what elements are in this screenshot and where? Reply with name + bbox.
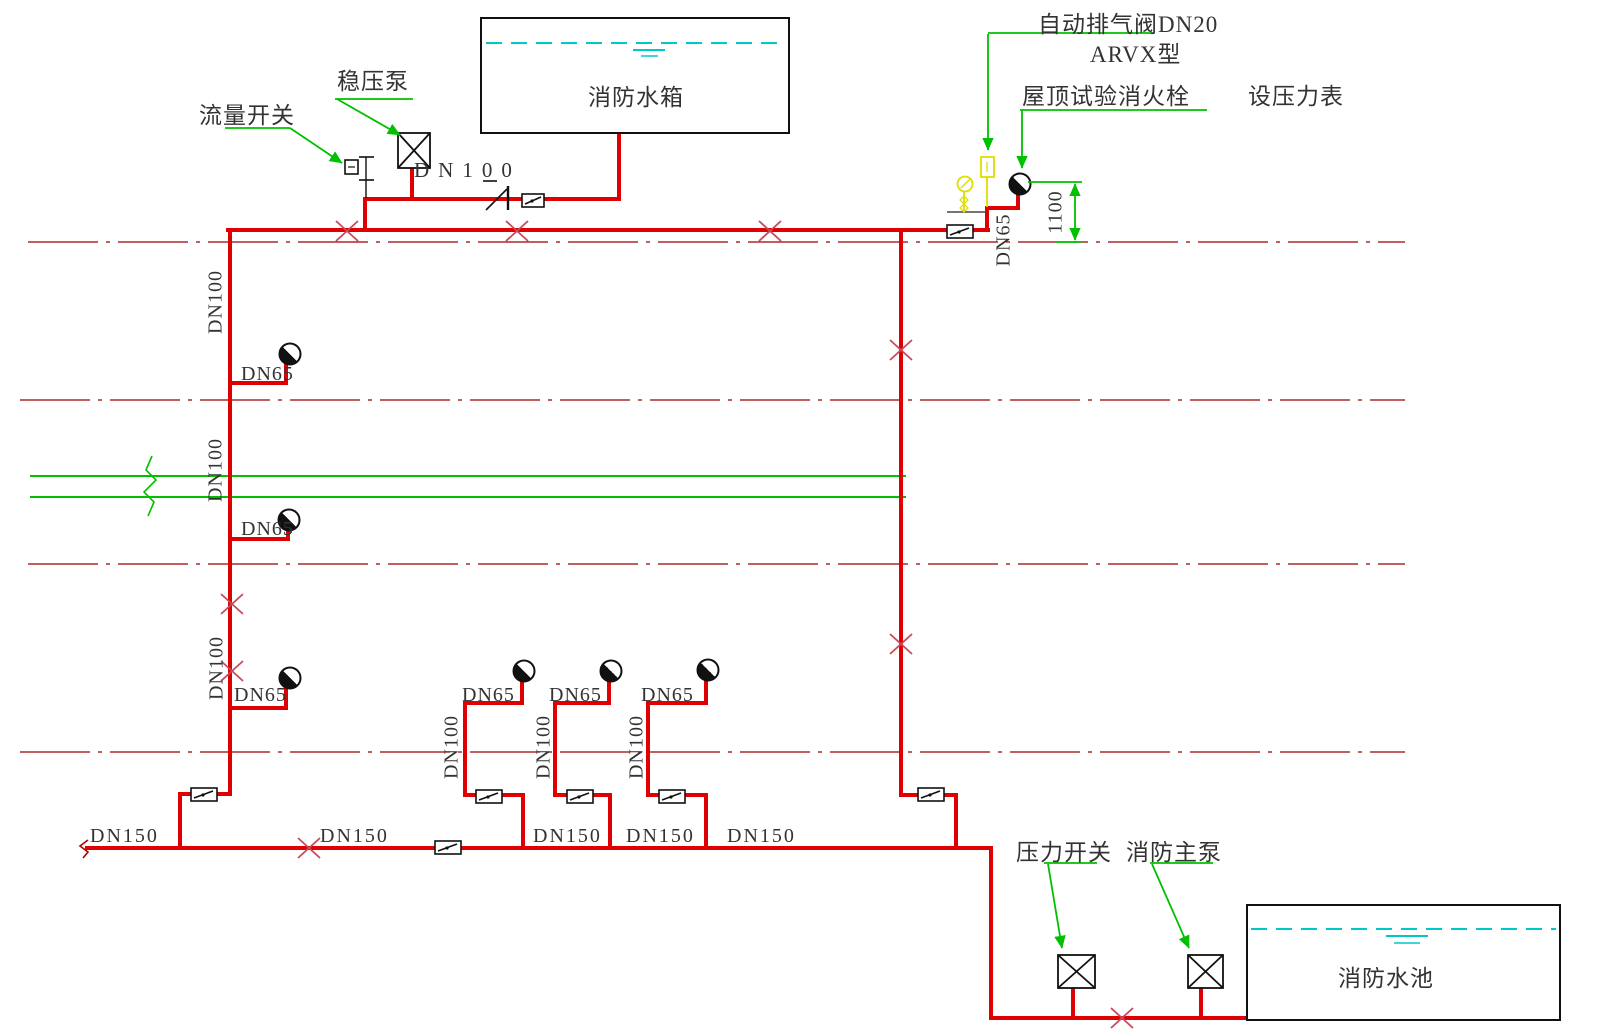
signal-valve-icon [658, 789, 686, 804]
dimension-value-1100: 1100 [1044, 190, 1067, 234]
gate-valve-icon [1110, 1007, 1134, 1029]
fire-hydrants [277, 172, 1032, 690]
signal-valve-icon [190, 787, 218, 802]
fire-tank-label: 消防水箱 [588, 85, 684, 110]
gate-valves [220, 220, 1134, 1029]
flow-switch-leader [289, 127, 343, 164]
signal-valve-icon [566, 789, 594, 804]
gate-valve-icon [297, 837, 321, 859]
stab-pump-label: 稳压泵 [337, 69, 409, 94]
gate-valve-icon [505, 220, 529, 242]
hydrant-icon [512, 659, 536, 683]
air-valve-label-2: ARVX型 [1090, 42, 1182, 67]
pipe-break-symbol [142, 455, 158, 517]
hydrant-icon [599, 659, 623, 683]
gate-valve-icon [889, 633, 913, 655]
pipe-size-label-dn65: DN65 [992, 213, 1015, 267]
pipe-size-label-dn150: DN150 [320, 825, 389, 847]
pool-outline [1246, 904, 1561, 1021]
pressure-switch-label: 压力开关 [1016, 840, 1112, 865]
gate-valve-icon [220, 593, 244, 615]
tank-outline [480, 17, 790, 134]
signal-valve-icon [917, 787, 945, 802]
fire-water-tank [480, 17, 790, 134]
bottom-main-break-symbol [78, 839, 90, 859]
pipe-size-label-dn100: DN100 [204, 438, 227, 502]
gate-valve-icon [335, 220, 359, 242]
pipe-size-label-dn150: DN150 [727, 825, 796, 847]
pipe-size-label-dn100: DN100 [204, 270, 227, 334]
pipe-size-label-dn65: DN65 [549, 684, 602, 706]
signal-valve-icon [521, 193, 545, 208]
pipe-size-label-dn65: DN65 [641, 684, 694, 706]
red-pipes [78, 133, 1248, 1020]
gate-valve-icon [220, 660, 244, 682]
roof-instruments [947, 156, 995, 213]
main-pump-label: 消防主泵 [1126, 840, 1222, 865]
signal-valve-icon [475, 789, 503, 804]
gauge-needle [960, 178, 971, 189]
fire-water-pool [1246, 904, 1561, 1021]
hydrant-icon [278, 666, 302, 690]
pipe-size-label-dn65: DN65 [241, 363, 294, 385]
pipe-size-label-dn150: DN150 [626, 825, 695, 847]
pipe-size-label-dn100: DN100 [205, 636, 228, 700]
signal-valve-icon [946, 224, 974, 239]
pipe-size-label-dn100: DN100 [532, 715, 555, 779]
main-fire-pump-icon [1187, 954, 1224, 989]
hydrant-icon [696, 658, 720, 682]
flow-switch-label: 流量开关 [199, 103, 295, 128]
pumps [397, 132, 1224, 989]
pipe-size-label-dn100: DN100 [440, 715, 463, 779]
gauge-valve-icon [959, 203, 969, 213]
pipe-size-label-dn100: DN100 [625, 715, 648, 779]
fire-pool-label: 消防水池 [1338, 966, 1434, 991]
pipe-size-label-dn65: DN65 [241, 518, 294, 540]
signal-valve-icon [434, 840, 462, 855]
green-reference-lines [30, 455, 906, 517]
gate-valve-icon [758, 220, 782, 242]
check-valve-icon [483, 180, 510, 211]
flow-switch-icon [344, 156, 374, 198]
air-valve-label-1: 自动排气阀DN20 [1038, 12, 1219, 37]
pressure-switch-leader [1047, 863, 1066, 949]
hydrant-icon [277, 508, 301, 532]
roof-hydrant-label: 屋顶试验消火栓 [1022, 84, 1190, 109]
roof-test-hydrant-icon [1008, 172, 1032, 196]
pipe-size-label-dn65: DN65 [234, 684, 287, 706]
signal-valves [190, 193, 974, 855]
pipe-size-label-dn150: DN150 [90, 825, 159, 847]
hydrant-icon [278, 342, 302, 366]
pipe-size-label-dn65: DN65 [462, 684, 515, 706]
stabilizing-pump-icon [397, 132, 431, 169]
floor-level-lines [20, 241, 1405, 753]
stab-pump-leader [336, 98, 401, 136]
gauge-note-label: 设压力表 [1248, 84, 1344, 109]
pipe-size-label-dn100: DN100 [414, 158, 521, 182]
pressure-switch-pump-icon [1057, 954, 1096, 989]
gate-valve-icon [889, 339, 913, 361]
annotation-leaders [225, 32, 1213, 949]
main-pump-leader [1151, 863, 1190, 949]
pipe-size-label-dn150: DN150 [533, 825, 602, 847]
